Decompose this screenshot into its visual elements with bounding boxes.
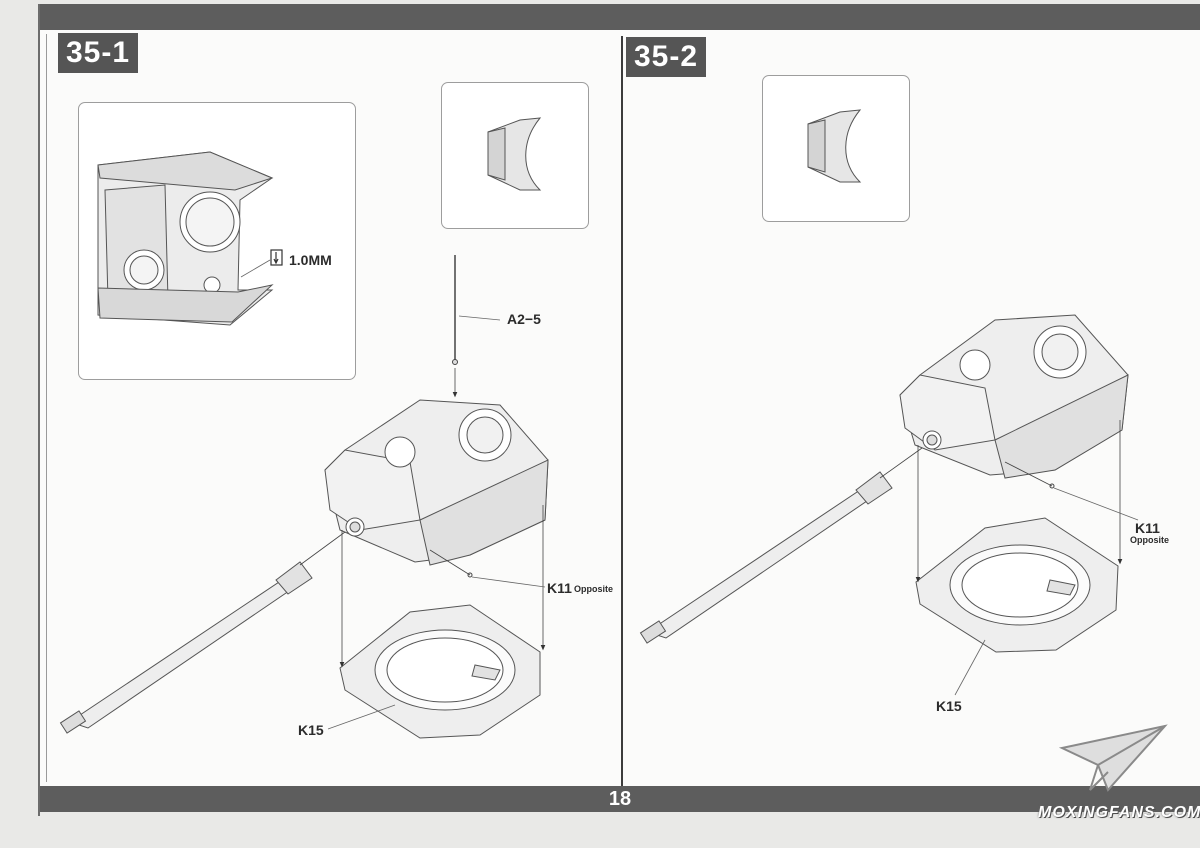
page-number: 18 xyxy=(608,788,632,810)
part-k15-label-2: K15 xyxy=(936,698,962,714)
turret-interior-illustration xyxy=(97,151,274,326)
watermark-logo xyxy=(1058,724,1168,792)
gun-barrel-2 xyxy=(639,471,893,644)
gun-barrel xyxy=(59,561,313,734)
part-k11-label: K11 xyxy=(547,580,572,596)
left-edge xyxy=(38,4,40,816)
antenna-part xyxy=(452,255,501,398)
step-header-35-1: 35-1 xyxy=(58,33,139,73)
turret-body-2 xyxy=(899,314,1129,479)
bottom-band xyxy=(40,786,1200,812)
mantlet-part-icon-2 xyxy=(807,109,862,183)
part-k11-label-2: K11 xyxy=(1135,520,1160,536)
watermark-text: MOXINGFANS.COM xyxy=(1038,804,1200,821)
step-divider xyxy=(621,36,623,786)
opposite-label: Opposite xyxy=(574,584,614,594)
part-detail-box-35-1 xyxy=(441,82,589,229)
turret-ring-part-2 xyxy=(915,517,1119,653)
opposite-label-2: Opposite xyxy=(1130,535,1170,545)
step-header-35-2: 35-2 xyxy=(626,37,707,77)
drill-size-label: 1.0MM xyxy=(289,252,332,268)
part-a2-5-label: A2−5 xyxy=(507,311,541,327)
left-margin-line xyxy=(46,34,47,782)
turret-ring-part xyxy=(339,604,541,739)
top-band xyxy=(40,4,1200,30)
part-k15-label: K15 xyxy=(298,722,324,738)
turret-body xyxy=(324,399,549,566)
drill-icon xyxy=(240,249,283,278)
mantlet-part-icon xyxy=(487,117,542,191)
